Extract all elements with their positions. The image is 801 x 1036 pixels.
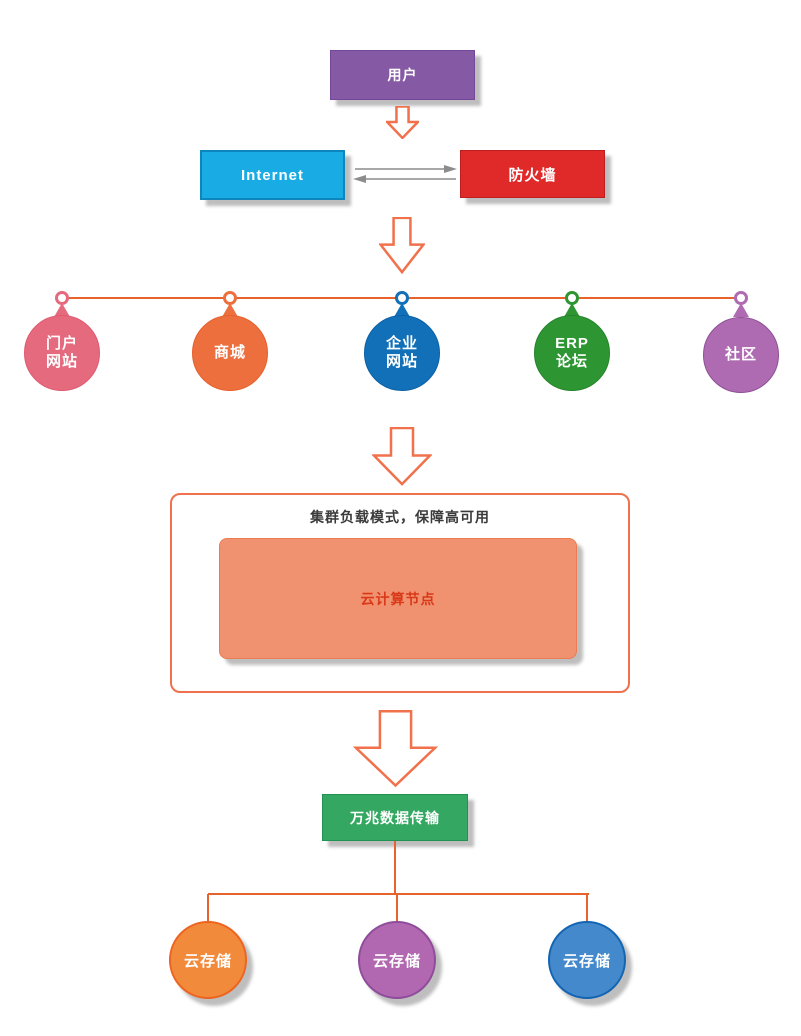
data-transfer-box: 万兆数据传输 <box>322 794 468 841</box>
service-node-community: 社区 <box>703 317 779 393</box>
connector-line <box>208 893 589 895</box>
service-node-label: 网站 <box>385 353 418 370</box>
balloon-tip <box>394 303 410 317</box>
firewall-box-label: 防火墙 <box>508 166 557 184</box>
service-node-portal: 门户 网站 <box>24 315 100 391</box>
balloon-tip <box>564 303 580 317</box>
cloud-storage-label: 云存储 <box>183 952 232 970</box>
down-arrow-icon <box>379 217 425 274</box>
cluster-panel: 集群负载模式，保障高可用 云计算节点 <box>170 493 630 693</box>
service-node-mall: 商城 <box>192 315 268 391</box>
firewall-box: 防火墙 <box>460 150 605 198</box>
service-node-label: 商城 <box>213 344 246 361</box>
user-box-label: 用户 <box>387 67 418 83</box>
connector-line <box>396 894 398 922</box>
connector-line <box>586 894 588 922</box>
service-node-label: 社区 <box>724 346 757 363</box>
balloon-tip <box>222 303 238 317</box>
down-arrow-icon <box>386 106 419 139</box>
cloud-compute-node-box: 云计算节点 <box>219 538 577 659</box>
connector-line <box>394 841 396 894</box>
service-node-label: ERP <box>555 335 589 352</box>
service-node-enterprise: 企业 网站 <box>364 315 440 391</box>
cloud-storage-label: 云存储 <box>372 952 421 970</box>
service-node-label: 网站 <box>45 353 78 370</box>
cloud-storage-node: 云存储 <box>169 921 247 999</box>
service-node-label: 论坛 <box>555 353 588 370</box>
cluster-panel-title: 集群负载模式，保障高可用 <box>310 509 490 525</box>
balloon-tip <box>733 303 749 317</box>
connector-line <box>207 894 209 922</box>
cloud-storage-label: 云存储 <box>562 952 611 970</box>
service-node-label: 企业 <box>385 335 418 352</box>
down-arrow-icon <box>372 427 432 486</box>
cloud-storage-node: 云存储 <box>358 921 436 999</box>
exchange-arrows-icon <box>353 165 457 183</box>
cloud-storage-node: 云存储 <box>548 921 626 999</box>
down-arrow-icon <box>353 710 438 788</box>
balloon-tip <box>54 303 70 317</box>
internet-box: Internet <box>200 150 345 200</box>
service-node-erp: ERP 论坛 <box>534 315 610 391</box>
service-node-label: 门户 <box>45 335 78 352</box>
internet-box-label: Internet <box>240 166 304 184</box>
cloud-compute-node-label: 云计算节点 <box>360 590 436 607</box>
data-transfer-box-label: 万兆数据传输 <box>350 809 440 826</box>
user-box: 用户 <box>330 50 475 100</box>
